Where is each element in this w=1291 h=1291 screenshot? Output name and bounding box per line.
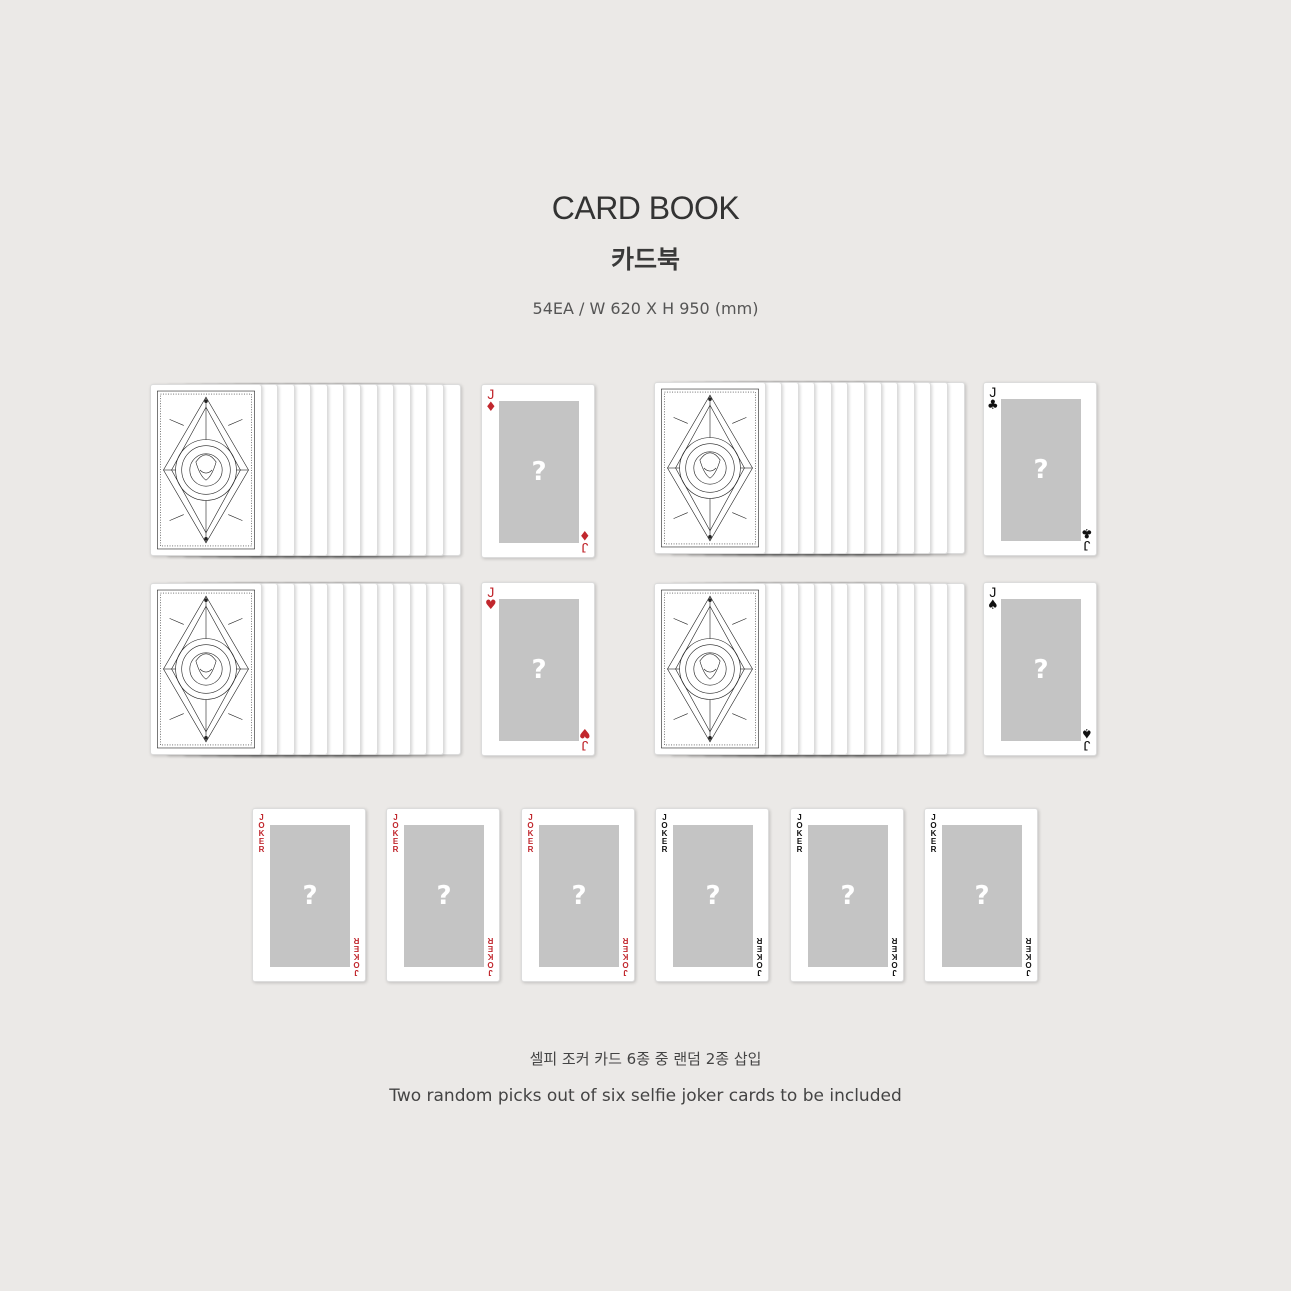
spade-deck: K♠Q♠10♠9♠8♠7♠6♠5♠4♠3♠2♠A♠ [654,583,974,755]
photo-placeholder: ? [539,825,619,967]
photo-placeholder: ? [270,825,350,967]
joker-card: JOKER ? JOKER [655,808,769,982]
card-back [654,583,766,755]
photo-placeholder: ? [942,825,1022,967]
diamond-deck: K♦Q♦10♦9♦8♦7♦6♦5♦4♦3♦2♦A♦ [150,384,470,556]
photo-placeholder: ? [1001,399,1081,541]
joker-label-bottom: JOKER [1024,937,1033,977]
joker-card: JOKER ? JOKER [386,808,500,982]
caption-english: Two random picks out of six selfie joker… [389,1086,902,1106]
joker-label-top: JOKER [526,813,535,853]
spec-text: 54EA / W 620 X H 950 (mm) [532,299,759,318]
photo-placeholder: ? [673,825,753,967]
card-back [150,384,262,556]
heart-deck: K♥Q♥10♥9♥8♥7♥6♥5♥4♥3♥2♥A♥ [150,583,470,755]
jack-index-bottom: J♦ [579,527,591,556]
joker-label-bottom: JOKER [755,937,764,977]
photo-placeholder: ? [1001,599,1081,741]
club-jack-card: J♣ ? J♣ [983,382,1097,556]
photo-placeholder: ? [404,825,484,967]
club-deck: K♣Q♣10♣9♣8♣7♣6♣5♣4♣3♣2♣A♣ [654,382,974,554]
photo-placeholder: ? [499,401,579,543]
jack-index-top: J♦ [485,386,497,415]
joker-label-top: JOKER [795,813,804,853]
heart-jack-card: J♥ ? J♥ [481,582,595,756]
jack-index-top: J♥ [485,584,497,613]
page-subtitle: 카드북 [610,245,680,274]
jack-index-top: J♠ [987,584,999,613]
card-back [150,583,262,755]
jack-index-top: J♣ [987,384,999,413]
spade-jack-card: J♠ ? J♠ [983,582,1097,756]
joker-label-top: JOKER [660,813,669,853]
joker-card: JOKER ? JOKER [252,808,366,982]
photo-placeholder: ? [808,825,888,967]
joker-label-bottom: JOKER [486,937,495,977]
joker-label-bottom: JOKER [890,937,899,977]
joker-label-top: JOKER [929,813,938,853]
joker-label-top: JOKER [391,813,400,853]
caption-korean: 셀피 조커 카드 6종 중 랜덤 2종 삽입 [529,1050,762,1068]
jack-index-bottom: J♠ [1081,725,1093,754]
joker-card: JOKER ? JOKER [790,808,904,982]
page-title: CARD BOOK [551,190,740,226]
joker-label-bottom: JOKER [352,937,361,977]
jack-index-bottom: J♥ [579,725,591,754]
joker-label-top: JOKER [257,813,266,853]
photo-placeholder: ? [499,599,579,741]
jack-index-bottom: J♣ [1081,525,1093,554]
joker-card: JOKER ? JOKER [521,808,635,982]
joker-label-bottom: JOKER [621,937,630,977]
joker-card: JOKER ? JOKER [924,808,1038,982]
diamond-jack-card: J♦ ? J♦ [481,384,595,558]
card-back [654,382,766,554]
